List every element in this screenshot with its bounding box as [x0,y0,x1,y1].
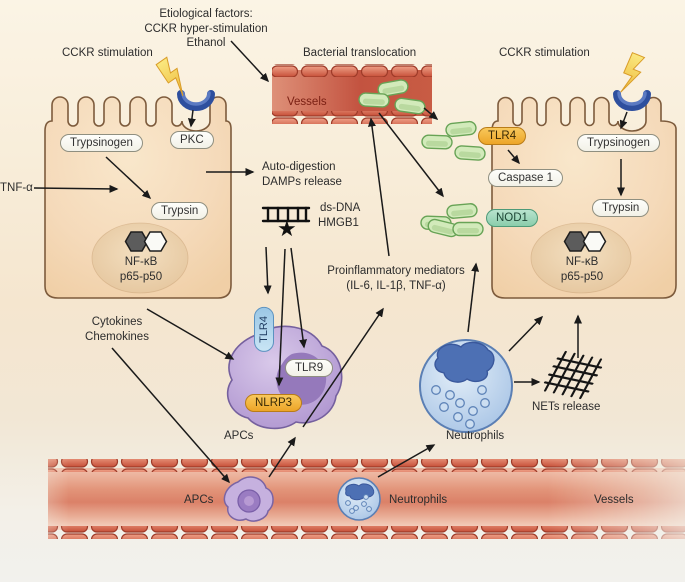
arrow-trypsinogen-to-trypsin-left [105,156,152,200]
apc-cell-vessel [223,476,274,522]
nlrp3-pill: NLRP3 [245,394,303,412]
dsdna-label: ds-DNA [320,202,361,214]
arrow-apc-to-mediators [302,307,384,428]
granules [431,385,490,429]
pkc-pill: PKC [170,131,214,149]
nfkb-hexagons [124,231,168,252]
auto-line2: DAMPs release [262,175,342,188]
arrow-receptor-to-trypsinogen-right [619,111,628,130]
granules [345,494,372,514]
p65-p50-text: p65-p50 [119,270,163,283]
arrow-tnf-into-cell [33,184,119,193]
cckr-receptor-right-icon [613,90,651,111]
caspase1-pill: Caspase 1 [488,169,563,187]
nfkb-text: NF-κB [565,256,599,268]
hmgb1-label: HMGB1 [318,217,359,229]
arrow-mediators-to-vessel [368,117,390,257]
proinflammatory-label: Proinflammatory mediators (IL-6, IL-1β, … [321,264,471,293]
trypsin-right-pill: Trypsin [592,199,650,217]
arrow-neutrophil-to-bacteria [467,262,480,333]
neutrophils-vessel-label: Neutrophils [389,494,448,506]
etiological-line1: Etiological factors: [159,8,253,20]
trypsin-left-pill: Trypsin [151,202,209,220]
cckr-stimulation-left-label: CCKR stimulation [62,47,153,59]
tlr4-apc-pill: TLR4 [254,307,274,352]
etiological-line2: CCKR hyper-stimulation [144,22,268,35]
auto-digestion-label: Auto-digestion DAMPs release [262,160,342,189]
neutrophil-nucleus [434,341,495,383]
etiological-line3: Ethanol [186,37,226,50]
nfkb-text: NF-κB [124,256,158,268]
cytokines-line1: Cytokines [91,316,143,328]
trypsinogen-right-pill: Trypsinogen [577,134,660,152]
arrows [33,40,628,484]
arrow-vessel-to-bacteria-nod1 [378,112,444,198]
neutrophil-cell-vessel [337,477,381,521]
vessels-top-label: Vessels [287,96,327,108]
bacterial-translocation-label: Bacterial translocation [303,47,417,59]
proinflam-line2: (IL-6, IL-1β, TNF-α) [346,279,446,292]
top-vessel [272,64,432,124]
vessels-bottom-label: Vessels [594,494,634,506]
nucleus [530,222,632,294]
lightning-bolt-right-icon [620,52,646,93]
arrow-neutrophil-to-cell [508,315,544,352]
tlr4-right-pill: TLR4 [478,127,527,145]
vessel-wall-top [48,459,685,472]
cckr-receptor-left-icon [177,90,215,111]
arrow-damps-to-tlr9 [290,247,307,349]
nets-release-label: NETs release [532,401,601,413]
arrow-vessel-apc-to-apc [268,436,296,478]
hexagon-light-icon [582,231,607,252]
cytokines-line2: Chemokines [85,330,149,343]
star-icon: ★ [277,216,297,241]
proinflam-line1: Proinflammatory mediators [327,265,465,277]
ds-dna-icon [261,206,311,223]
etiological-factors-label: Etiological factors: CCKR hyper-stimulat… [106,7,306,51]
cytokines-label: Cytokines Chemokines [72,315,162,344]
arrow-cytokines-to-apc [146,308,235,360]
tlr9-pill: TLR9 [285,359,334,377]
nod1-pill: NOD1 [486,209,538,227]
p65-p50-text: p65-p50 [560,270,604,283]
arrow-vessel-neutrophil-to-neutrophil [377,444,436,478]
tnf-alpha-label: TNF-α [0,182,33,194]
vessel-wall-bottom [48,526,685,539]
auto-line1: Auto-digestion [262,161,336,173]
nets-icon [543,350,603,400]
arrow-cytokines-to-vessel-apc [111,347,230,484]
lightning-bolt-left-icon [155,56,184,97]
neutrophils-tissue-label: Neutrophils [446,430,505,442]
arrow-vessel-to-bacteria-tlr4 [423,107,439,120]
arrow-receptor-to-pkc [187,109,196,128]
apcs-vessel-label: APCs [184,494,214,506]
neutrophil-cell [419,339,513,433]
cckr-stimulation-right-label: CCKR stimulation [499,47,590,59]
arrow-tlr4-to-caspase1 [507,149,520,165]
arrow-damps-to-nlrp3 [275,248,286,387]
nfkb-hexagons [563,231,607,252]
trypsinogen-left-pill: Trypsinogen [60,134,143,152]
vessel-wall-bottom [272,111,432,124]
arrow-damps-to-tlr4 [263,246,272,295]
apc-cell [226,325,343,430]
apcs-tissue-label: APCs [224,430,254,442]
hexagon-light-icon [143,231,168,252]
bacteria [358,79,486,238]
nfkb-right-label: NF-κB p65-p50 [542,255,622,284]
vessel-wall-top [272,64,432,77]
nfkb-left-label: NF-κB p65-p50 [101,255,181,284]
arrow-etiology-to-vessel [230,40,270,83]
